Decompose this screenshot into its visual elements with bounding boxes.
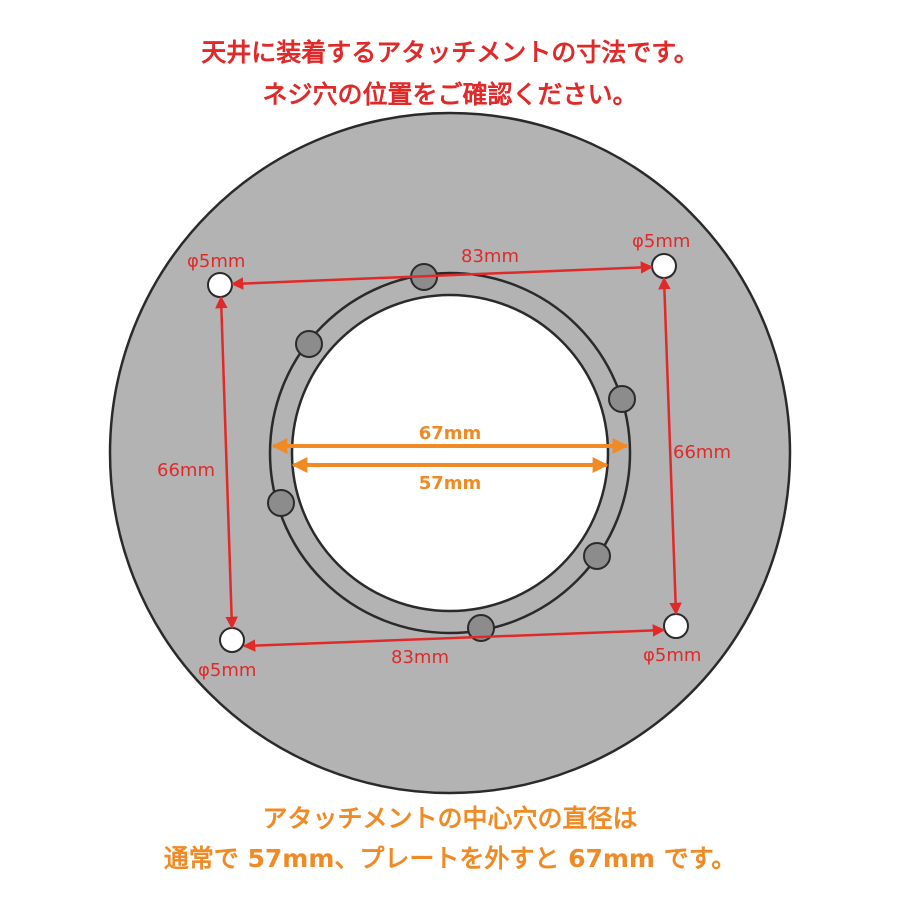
dim-arrow-bottom [242, 624, 666, 652]
label-diameter-67: 67mm [419, 423, 482, 444]
label-left-height: 66mm [157, 460, 215, 481]
label-bottom-width: 83mm [391, 647, 449, 668]
label-hole-tl: φ5mm [187, 251, 245, 272]
dim-arrow-top [230, 261, 654, 290]
mount-hole-tl [207, 272, 233, 298]
footer-line-1: アタッチメントの中心穴の直径は [262, 804, 638, 833]
ring-screw-2 [295, 330, 323, 358]
ring-screw-4 [267, 489, 295, 517]
label-diameter-57: 57mm [419, 473, 482, 494]
ring-screw-5 [583, 542, 611, 570]
mount-hole-bl [219, 627, 245, 653]
header-line-2: ネジ穴の位置をご確認ください。 [262, 80, 638, 109]
header-line-1: 天井に装着するアタッチメントの寸法です。 [201, 38, 699, 67]
label-hole-br: φ5mm [643, 645, 701, 666]
dim-arrow-left [215, 295, 238, 630]
ring-screw-3 [608, 385, 636, 413]
label-right-height: 66mm [673, 442, 731, 463]
footer-line-2: 通常で 57mm、プレートを外すと 67mm です。 [163, 844, 737, 873]
dim-arrow-right [658, 276, 682, 616]
center-hole [290, 293, 610, 613]
label-hole-tr: φ5mm [632, 231, 690, 252]
label-hole-bl: φ5mm [198, 660, 256, 681]
label-top-width: 83mm [461, 246, 519, 267]
mount-hole-br [663, 613, 689, 639]
mount-hole-tr [651, 253, 677, 279]
